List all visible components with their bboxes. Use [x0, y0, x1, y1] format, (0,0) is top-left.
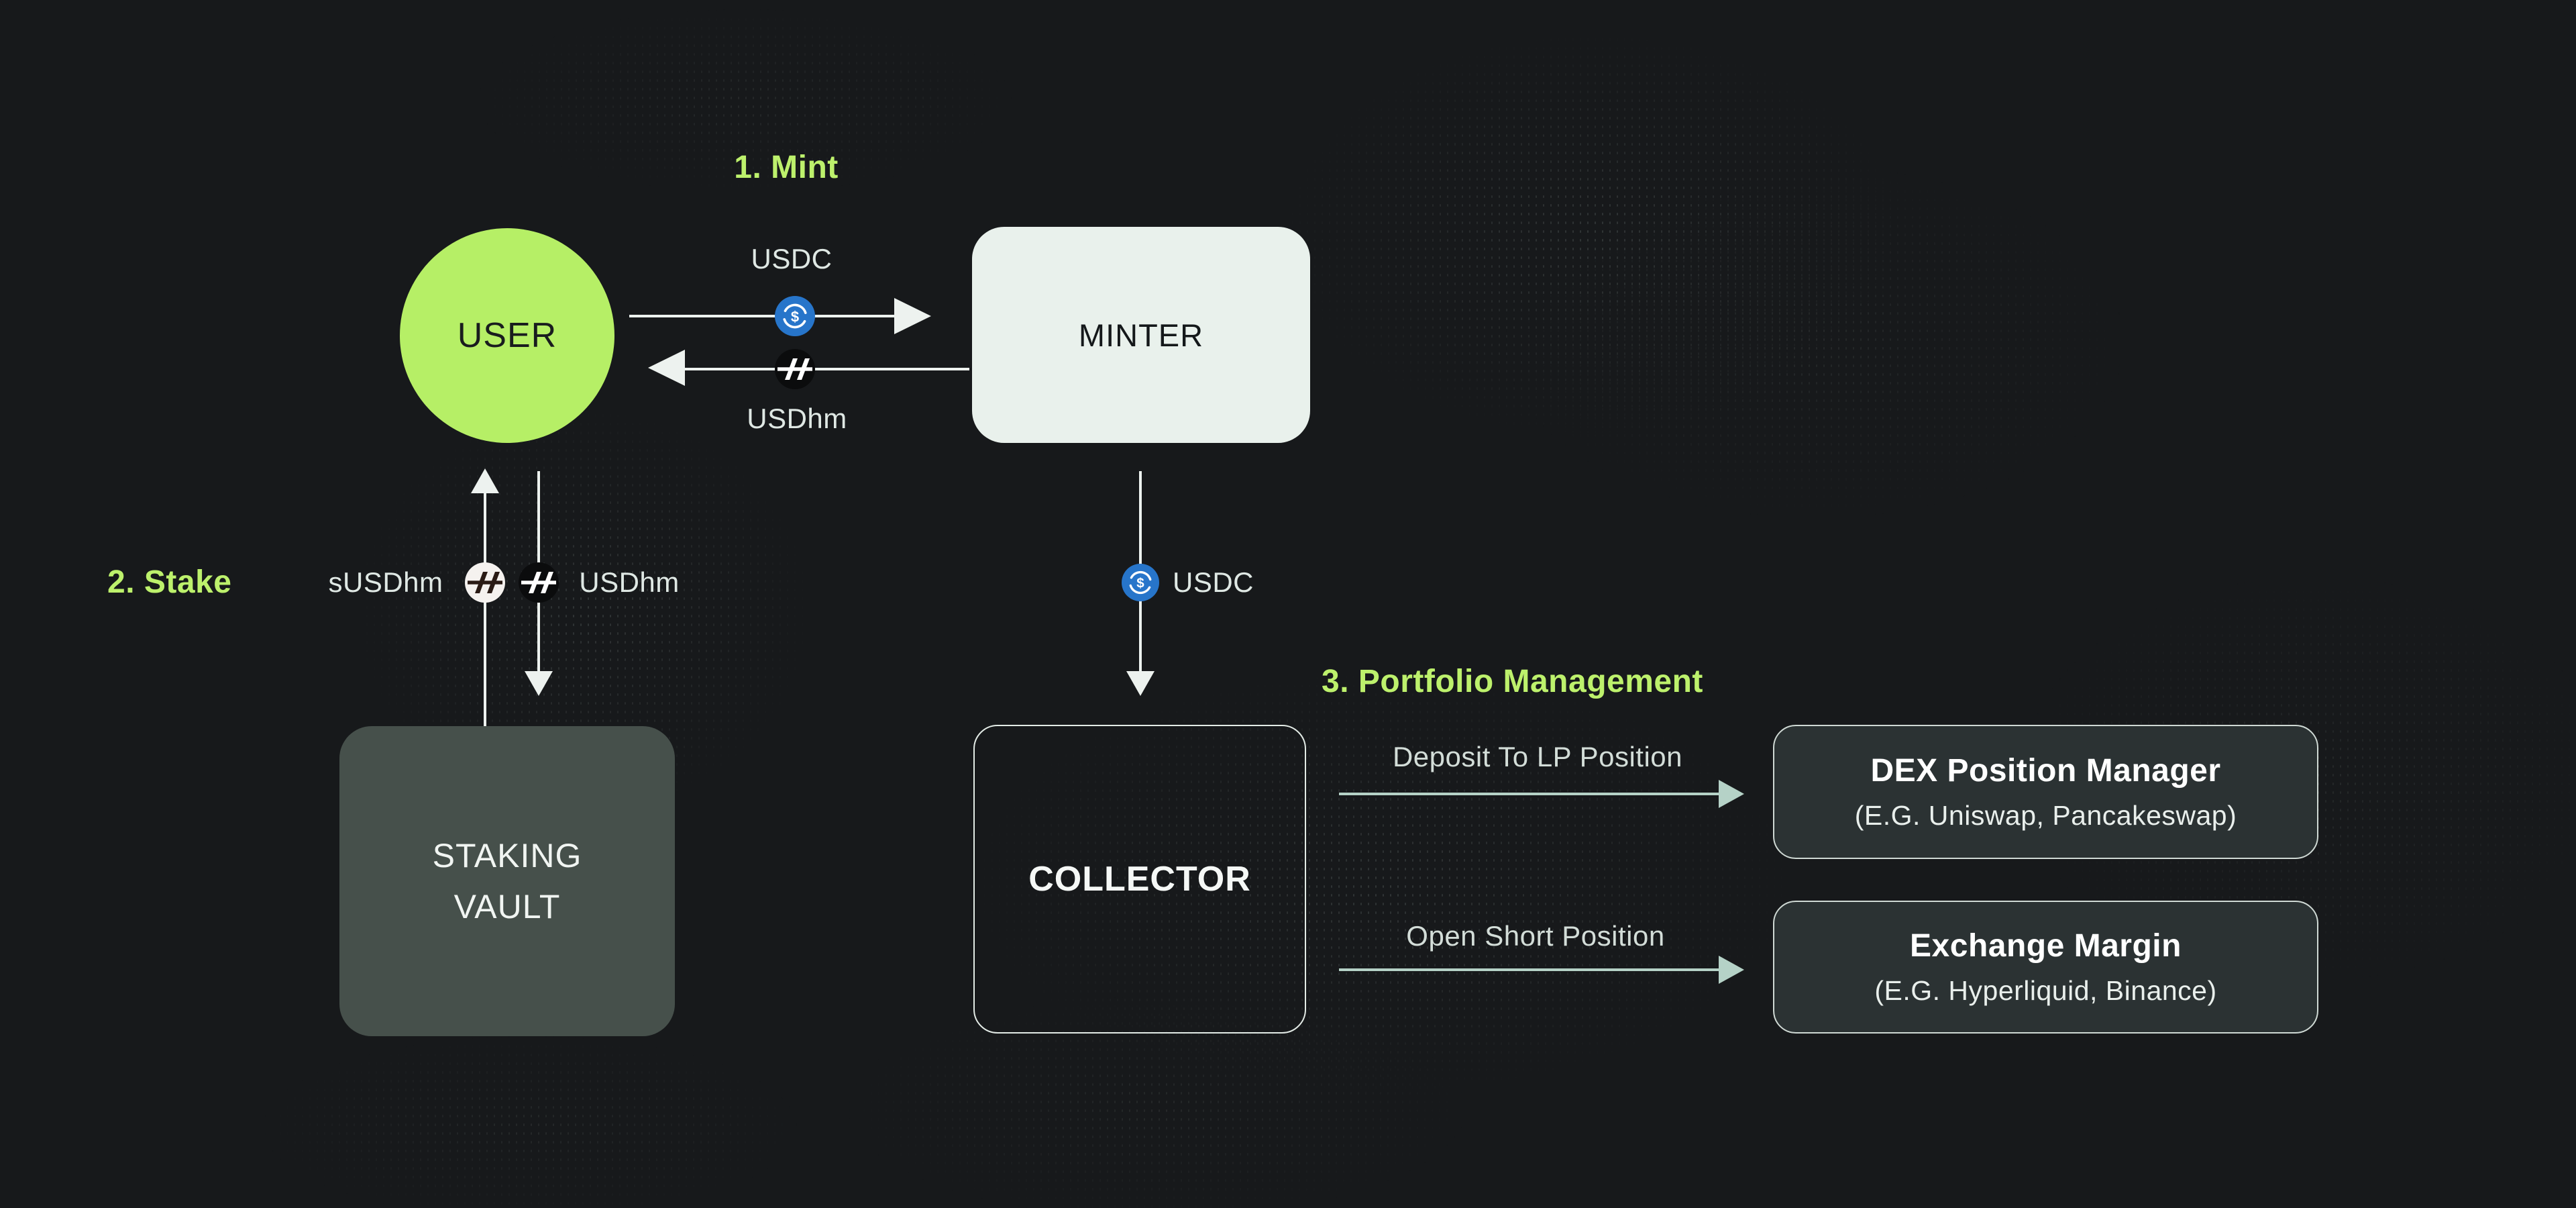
svg-text:$: $: [791, 309, 799, 325]
exchange-margin-node: Exchange Margin (E.G. Hyperliquid, Binan…: [1773, 901, 2318, 1034]
usdc-coin-icon: $: [775, 296, 815, 336]
staking-vault-node: STAKING VAULT: [339, 726, 675, 1036]
user-to-minter-arrow-line: [629, 315, 894, 317]
staking-vault-label-line1: STAKING: [432, 837, 582, 874]
deposit-to-lp-label: Deposit To LP Position: [1392, 741, 1683, 772]
staking-vault-label-line2: VAULT: [453, 888, 561, 925]
collector-to-exchange-arrow-line: [1339, 968, 1719, 971]
stake-susdhm-label: sUSDhm: [328, 566, 443, 598]
stake-usdhm-label: USDhm: [579, 566, 680, 598]
minter-to-collector-arrowhead: [1126, 671, 1155, 696]
user-to-minter-arrowhead: [894, 298, 931, 334]
user-node: USER: [400, 228, 614, 443]
background-dot-pattern: [1496, 161, 2133, 523]
step-label-mint: 1. Mint: [734, 150, 839, 185]
collector-node: COLLECTOR: [973, 725, 1306, 1034]
dex-position-manager-node: DEX Position Manager (E.G. Uniswap, Panc…: [1773, 725, 2318, 859]
usdhm-coin-icon-dark: [519, 562, 559, 603]
minter-to-user-arrow-line: [685, 368, 969, 370]
mint-usdhm-label: USDhm: [747, 403, 847, 434]
svg-text:$: $: [1136, 575, 1144, 591]
collector-to-dex-arrowhead: [1719, 780, 1744, 808]
vault-to-user-arrowhead: [471, 468, 499, 493]
user-to-vault-arrowhead: [525, 671, 553, 696]
step-label-portfolio-management: 3. Portfolio Management: [1322, 664, 1703, 699]
mint-usdc-label: USDC: [751, 243, 833, 274]
exchange-margin-title: Exchange Margin: [1910, 928, 2182, 964]
susdhm-coin-icon-light: [465, 562, 505, 603]
collector-node-label: COLLECTOR: [1028, 860, 1251, 899]
collect-usdc-label: USDC: [1173, 566, 1254, 598]
minter-to-user-arrowhead: [648, 350, 685, 386]
background-dot-pattern: [255, 1034, 805, 1208]
collector-to-dex-arrow-line: [1339, 793, 1719, 795]
open-short-position-label: Open Short Position: [1406, 920, 1665, 952]
dex-position-manager-title: DEX Position Manager: [1870, 753, 2221, 789]
usdhm-coin-icon-dark: [775, 349, 815, 389]
collector-to-exchange-arrowhead: [1719, 956, 1744, 984]
vault-to-user-arrow-line: [484, 493, 486, 726]
background-dot-pattern: [1275, 27, 1912, 443]
usdc-coin-icon: $: [1122, 564, 1159, 601]
exchange-margin-subtitle: (E.G. Hyperliquid, Binance): [1874, 975, 2217, 1006]
step-label-stake: 2. Stake: [107, 564, 232, 600]
minter-node: MINTER: [972, 227, 1310, 443]
dex-position-manager-subtitle: (E.G. Uniswap, Pancakeswap): [1854, 800, 2237, 831]
minter-node-label: MINTER: [1078, 317, 1204, 353]
user-node-label: USER: [457, 316, 557, 355]
